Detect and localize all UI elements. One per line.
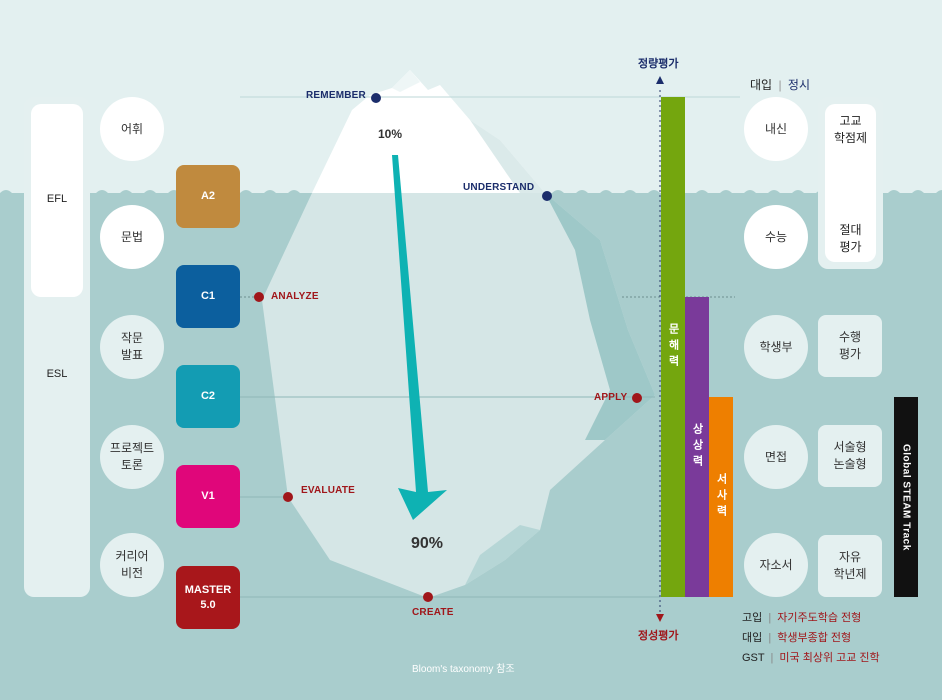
skill-career-vision: 커리어 비전 xyxy=(100,533,164,597)
box-free-semester: 자유 학년제 xyxy=(818,535,882,597)
remember-label: REMEMBER xyxy=(306,90,366,101)
skill-grammar: 문법 xyxy=(100,205,164,269)
bottom-percent: 90% xyxy=(411,535,444,552)
box-essay: 서술형 논술형 xyxy=(818,425,882,487)
bar-literacy: 문해력 xyxy=(661,97,685,597)
absolute-eval-label: 절대 평가 xyxy=(839,223,862,254)
legend-key: GST xyxy=(742,652,765,664)
box-performance-eval: 수행 평가 xyxy=(818,315,882,377)
legend-sep: | xyxy=(768,612,772,624)
credit-system-label: 고교 학점제 xyxy=(833,114,868,145)
legend-value: 학생부종합 전형 xyxy=(777,632,852,644)
right-header-sep: | xyxy=(778,78,782,92)
legend-sep: | xyxy=(768,632,772,644)
skill-project-debate: 프로젝트 토론 xyxy=(100,425,164,489)
create-label: CREATE xyxy=(412,607,454,618)
legend-key: 고입 xyxy=(742,612,763,624)
legend-value: 미국 최상위 고교 진학 xyxy=(779,652,880,664)
legend-value: 자기주도학습 전형 xyxy=(777,612,862,624)
evaluate-dot xyxy=(283,492,293,502)
top-percent: 10% xyxy=(378,127,403,141)
legend-row: 대입 | 학생부종합 전형 xyxy=(742,628,880,648)
esl-label: ESL xyxy=(46,368,68,380)
efl-panel xyxy=(31,104,83,297)
understand-dot xyxy=(542,191,552,201)
legend-sep: | xyxy=(770,652,774,664)
level-v1: V1 xyxy=(176,465,240,528)
create-dot xyxy=(423,592,433,602)
level-c1: C1 xyxy=(176,265,240,328)
circle-student-record: 학생부 xyxy=(744,315,808,379)
legend-row: 고입 | 자기주도학습 전형 xyxy=(742,608,880,628)
circle-school-record: 내신 xyxy=(744,97,808,161)
bar-narrative: 서사력 xyxy=(709,397,733,597)
top-group-inner xyxy=(825,104,876,262)
understand-label: UNDERSTAND xyxy=(463,182,535,193)
analyze-label: ANALYZE xyxy=(271,291,319,302)
circle-self-intro: 자소서 xyxy=(744,533,808,597)
legend: 고입 | 자기주도학습 전형 대입 | 학생부종합 전형 GST | 미국 최상… xyxy=(742,608,880,668)
skill-vocabulary: 어휘 xyxy=(100,97,164,161)
right-header-b: 정시 xyxy=(787,78,810,92)
legend-key: 대입 xyxy=(742,632,763,644)
gst-banner: Global STEAM Track xyxy=(894,397,918,597)
evaluate-label: EVALUATE xyxy=(301,485,356,496)
circle-suneung: 수능 xyxy=(744,205,808,269)
right-header: 대입 | 정시 xyxy=(750,76,810,93)
qualitative-label: 정성평가 xyxy=(638,630,679,642)
legend-row: GST | 미국 최상위 고교 진학 xyxy=(742,648,880,668)
apply-label: APPLY xyxy=(594,392,628,403)
right-header-a: 대입 xyxy=(750,78,773,92)
apply-dot xyxy=(632,393,642,403)
quantitative-label: 정량평가 xyxy=(638,58,679,70)
skill-writing-presentation: 작문 발표 xyxy=(100,315,164,379)
bar-imagination: 상상력 xyxy=(685,297,709,597)
circle-interview: 면접 xyxy=(744,425,808,489)
level-master: MASTER 5.0 xyxy=(176,566,240,629)
bloom-caption: Bloom's taxonomy 참조 xyxy=(412,664,515,675)
analyze-dot xyxy=(254,292,264,302)
gst-banner-text: Global STEAM Track xyxy=(900,443,912,551)
level-a2: A2 xyxy=(176,165,240,228)
level-c2: C2 xyxy=(176,365,240,428)
efl-label: EFL xyxy=(46,193,68,205)
remember-dot xyxy=(371,93,381,103)
